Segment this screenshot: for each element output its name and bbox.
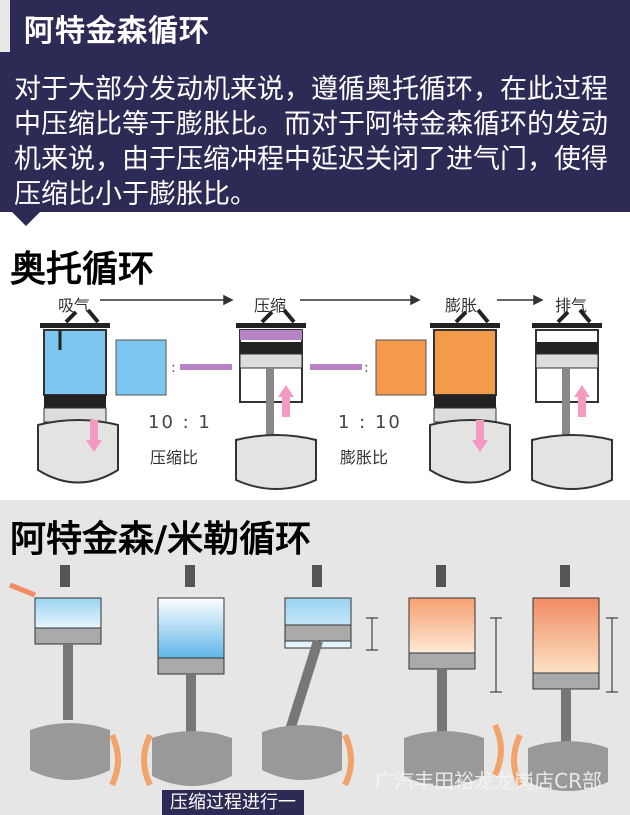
intake-volume-block	[116, 340, 166, 395]
process-label: 压缩过程进行一	[162, 790, 304, 815]
atkinson-engine-4	[404, 565, 502, 786]
stroke-arrows	[100, 296, 542, 304]
otto-engine-intake	[38, 310, 118, 483]
compressed-volume-bar-2	[310, 364, 362, 370]
svg-text::: :	[171, 360, 176, 376]
atkinson-engine-1	[10, 565, 118, 785]
compressed-volume-bar	[180, 364, 232, 370]
otto-engine-expand	[430, 310, 510, 483]
atkinson-engine-3	[262, 565, 378, 785]
atkinson-engine-5	[514, 565, 618, 791]
otto-engine-compress	[236, 310, 316, 489]
otto-engine-exhaust	[532, 310, 612, 489]
atkinson-engine-2	[144, 565, 232, 786]
watermark: 广汽丰田裕龙龙岗店CR部	[374, 765, 602, 794]
expansion-volume-block	[376, 340, 426, 395]
svg-text::: :	[364, 360, 369, 376]
